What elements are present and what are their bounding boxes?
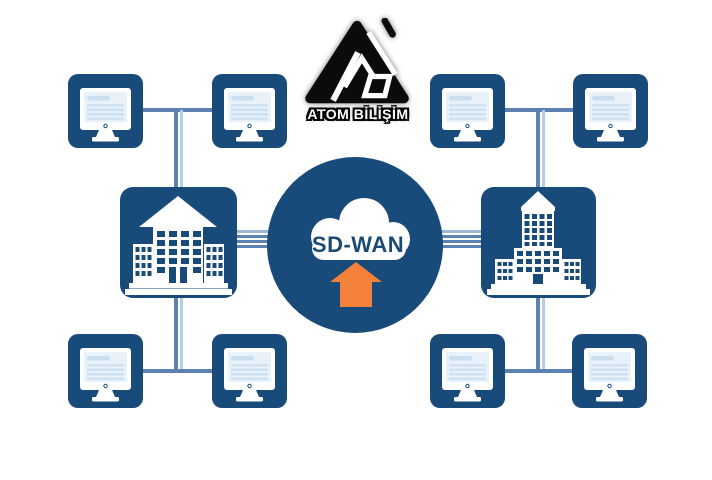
office-building-icon — [120, 187, 237, 298]
link-top-right-vertical-secondary — [542, 110, 545, 188]
workstation-node-top-right-outer — [573, 74, 648, 148]
workstation-node-bottom-left-outer — [68, 334, 143, 408]
desktop-monitor-icon — [68, 334, 143, 408]
link-bottom-right-vertical-primary — [536, 297, 540, 373]
workstation-node-top-left-inner — [212, 74, 287, 148]
link-bottom-left-horizontal — [143, 369, 213, 373]
desktop-monitor-icon — [212, 334, 287, 408]
atom-bilisim-triangle-logo-icon — [305, 18, 409, 104]
workstation-node-top-right-inner — [430, 74, 505, 148]
desktop-monitor-icon — [212, 74, 287, 148]
up-arrow-icon — [330, 262, 382, 307]
link-bottom-left-vertical-secondary — [180, 297, 183, 373]
link-top-left-vertical-secondary — [180, 110, 183, 188]
desktop-monitor-icon — [572, 334, 647, 408]
cloud-icon: SD-WAN — [311, 198, 410, 260]
link-top-left-horizontal — [143, 108, 213, 112]
wan-link-right-stripe — [438, 230, 482, 233]
desktop-monitor-icon — [68, 74, 143, 148]
wan-link-left-stripe — [236, 245, 274, 248]
brand-logo-block: ATOM BİLİŞİM — [295, 18, 421, 122]
link-top-right-vertical-primary — [536, 110, 540, 188]
link-bottom-left-vertical-primary — [174, 297, 178, 373]
sdwan-hub-circle: SD-WAN — [267, 157, 443, 333]
link-bottom-right-vertical-secondary — [542, 297, 545, 373]
workstation-node-bottom-right-inner — [430, 334, 505, 408]
link-bottom-right-horizontal — [504, 369, 574, 373]
link-top-left-vertical-primary — [174, 110, 178, 188]
workstation-node-bottom-left-inner — [212, 334, 287, 408]
wan-link-right-stripe — [438, 235, 482, 238]
desktop-monitor-icon — [430, 334, 505, 408]
wan-link-left-stripe — [236, 235, 274, 238]
workstation-node-top-left-outer — [68, 74, 143, 148]
wan-link-left-stripe — [236, 230, 274, 233]
site-node-left-office — [120, 187, 237, 298]
desktop-monitor-icon — [573, 74, 648, 148]
workstation-node-bottom-right-outer — [572, 334, 647, 408]
wan-link-right-stripe — [438, 240, 482, 243]
desktop-monitor-icon — [430, 74, 505, 148]
sdwan-label: SD-WAN — [312, 232, 404, 257]
skyscraper-building-icon — [481, 187, 596, 298]
brand-name-text: ATOM BİLİŞİM — [307, 106, 409, 122]
wan-link-left-stripe — [236, 240, 274, 243]
site-node-right-office — [481, 187, 596, 298]
wan-link-right-stripe — [438, 245, 482, 248]
